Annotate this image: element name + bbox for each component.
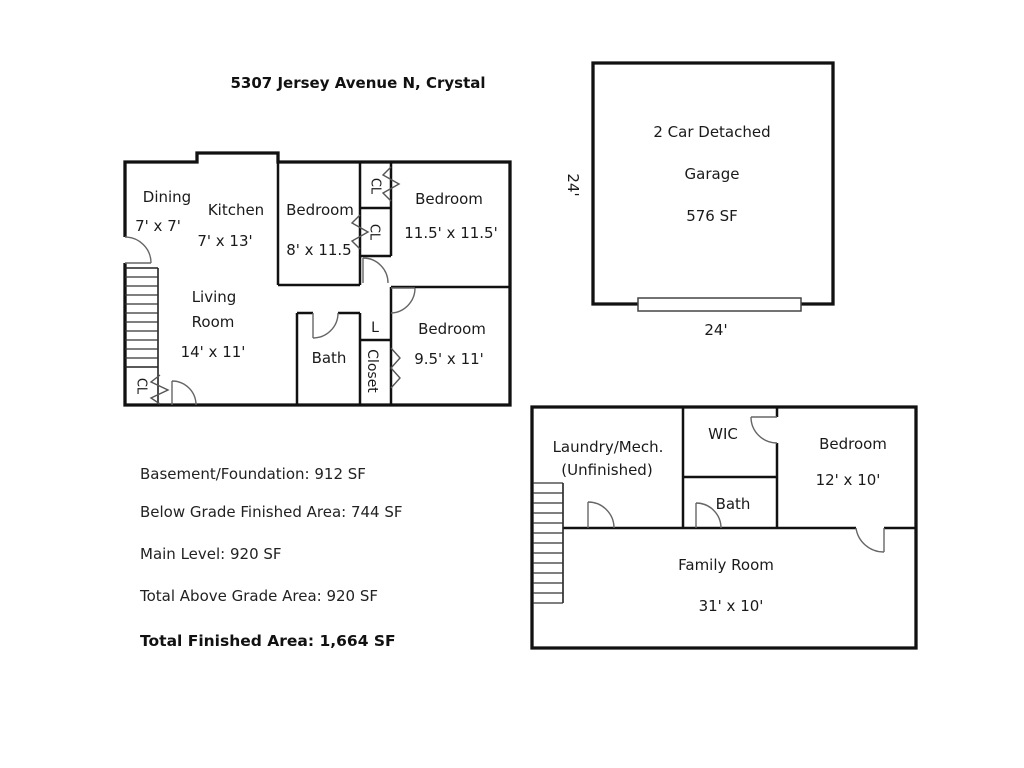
basement-bedroom-dims: 12' x 10' <box>816 471 881 489</box>
entry-closet-label: CL <box>134 378 149 395</box>
bedroom-small-label: Bedroom <box>286 201 354 219</box>
closet-label: Closet <box>364 349 380 393</box>
garage-floorplan: 2 Car Detached Garage 576 SF 24' 24' <box>564 61 835 339</box>
basement-bath-label: Bath <box>716 495 751 513</box>
garage-outer-wall <box>591 61 835 306</box>
kitchen-dims: 7' x 13' <box>197 232 252 250</box>
bath-label: Bath <box>312 349 347 367</box>
wic-label: WIC <box>708 425 738 443</box>
stat-total-finished: Total Finished Area: 1,664 SF <box>140 632 396 650</box>
bedroom-small-dims: 8' x 11.5 <box>286 241 351 259</box>
main-door-arcs <box>124 236 416 406</box>
garage-door <box>637 297 802 312</box>
main-interior-walls <box>276 162 510 405</box>
main-level-floorplan: Dining 7' x 7' Kitchen 7' x 13' Bedroom … <box>123 151 512 407</box>
linen-closet-label: L <box>371 320 379 336</box>
stat-main-level: Main Level: 920 SF <box>140 545 282 563</box>
bedroom-mid-dims: 9.5' x 11' <box>414 350 484 368</box>
bedroom-large-label: Bedroom <box>415 190 483 208</box>
stat-below-grade-finished: Below Grade Finished Area: 744 SF <box>140 503 403 521</box>
main-stairs <box>125 267 159 405</box>
basement-floorplan: Laundry/Mech. (Unfinished) WIC Bath Bedr… <box>530 405 918 650</box>
closet-mid-label: CL <box>367 224 382 241</box>
main-outer-wall <box>123 151 512 407</box>
garage-label-1: 2 Car Detached <box>653 123 770 141</box>
stat-basement-foundation: Basement/Foundation: 912 SF <box>140 465 366 483</box>
laundry-label-2: (Unfinished) <box>561 461 652 479</box>
basement-stairs <box>533 482 564 604</box>
garage-dim-bottom: 24' <box>704 321 727 339</box>
garage-sf-label: 576 SF <box>686 207 738 225</box>
laundry-label-1: Laundry/Mech. <box>553 438 664 456</box>
wall-break-zigzags <box>149 166 401 405</box>
dining-label: Dining <box>143 188 191 206</box>
page-title: 5307 Jersey Avenue N, Crystal <box>230 74 486 92</box>
living-room-dims: 14' x 11' <box>181 343 246 361</box>
basement-outer-wall <box>530 405 918 650</box>
garage-dim-left: 24' <box>564 173 582 196</box>
bedroom-large-dims: 11.5' x 11.5' <box>404 224 497 242</box>
living-room-label-1: Living <box>192 288 237 306</box>
stat-total-above-grade: Total Above Grade Area: 920 SF <box>140 587 379 605</box>
garage-label-2: Garage <box>685 165 740 183</box>
basement-interior-walls <box>563 407 916 530</box>
basement-door-arcs <box>587 416 885 553</box>
closet-top-label: CL <box>368 178 383 195</box>
basement-bedroom-label: Bedroom <box>819 435 887 453</box>
family-room-label: Family Room <box>678 556 774 574</box>
kitchen-label: Kitchen <box>208 201 264 219</box>
family-room-dims: 31' x 10' <box>699 597 764 615</box>
bedroom-mid-label: Bedroom <box>418 320 486 338</box>
living-room-label-2: Room <box>192 313 235 331</box>
dining-dims: 7' x 7' <box>135 217 181 235</box>
